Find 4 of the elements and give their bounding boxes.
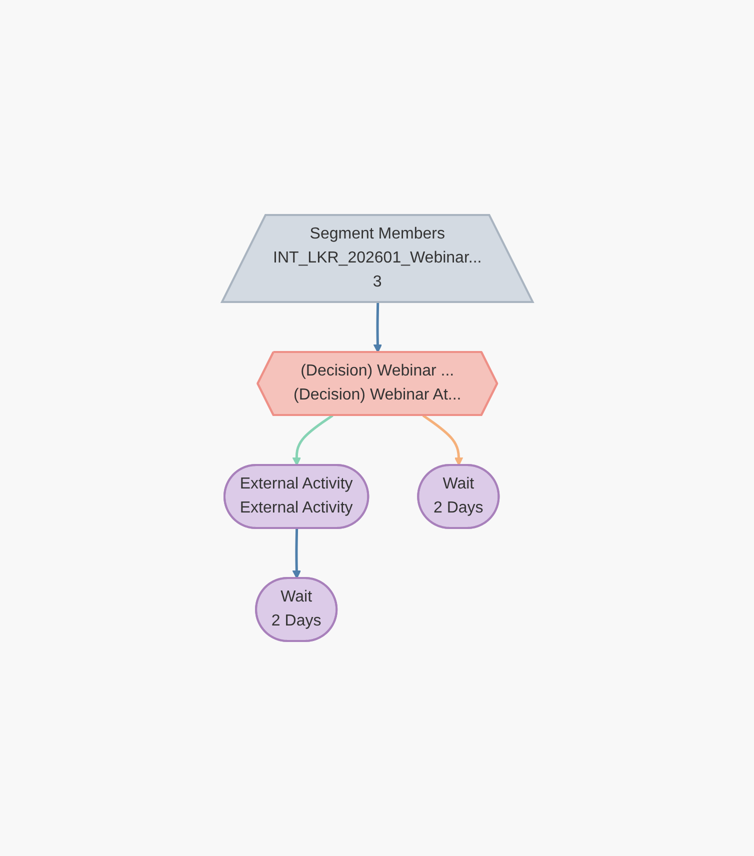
arrow — [372, 302, 382, 353]
arrow — [292, 414, 333, 466]
arrow — [292, 528, 301, 579]
arrow — [422, 414, 463, 466]
